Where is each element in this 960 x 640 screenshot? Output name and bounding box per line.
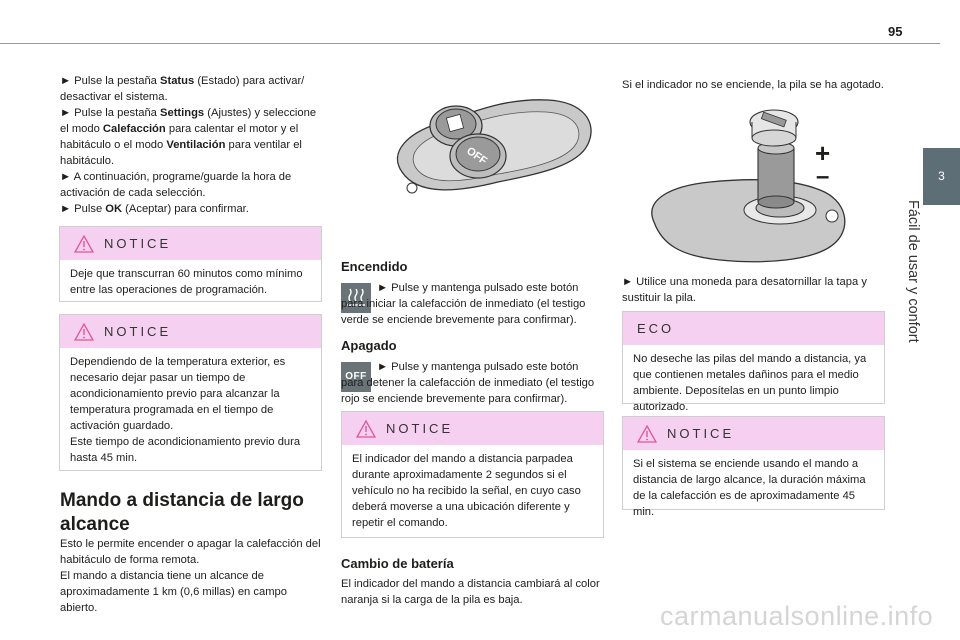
section-intro: Esto le permite encender o apagar la cal… — [60, 538, 321, 614]
step-settings: ► Pulse la pestaña Settings (Ajustes) y … — [60, 107, 317, 167]
off-icon: OFF — [341, 362, 371, 392]
step-ok: ► Pulse OK (Aceptar) para confirmar. — [60, 203, 249, 215]
notice-label: NOTICE — [104, 323, 172, 339]
notice-text: Si el sistema se enciende usando el mand… — [633, 458, 866, 518]
notice-header: NOTICE — [623, 417, 884, 450]
notice-box-3: NOTICE El indicador del mando a distanci… — [341, 411, 604, 538]
battery-description: El indicador del mando a distancia cambi… — [341, 578, 600, 606]
notice-header: NOTICE — [60, 315, 321, 348]
minus-sign: – — [816, 163, 829, 190]
off-description: ► Pulse y mantenga pulsado este botón pa… — [341, 361, 595, 405]
notice-text: El indicador del mando a distancia parpa… — [352, 453, 581, 529]
notice-text: Dependiendo de la temperatura exterior, … — [70, 356, 301, 464]
on-description: ► Pulse y mantenga pulsado este botón pa… — [341, 282, 586, 326]
notice-label: NOTICE — [386, 420, 454, 436]
chapter-tab[interactable]: 3 — [923, 148, 960, 205]
remote-control-illustration: OFF — [396, 99, 592, 194]
eco-text: No deseche las pilas del mando a distanc… — [633, 353, 867, 413]
notice-box-1: NOTICE Deje que transcurran 60 minutos c… — [59, 226, 322, 302]
plus-sign: + — [815, 138, 830, 168]
on-heading: Encendido — [341, 259, 408, 274]
watermark: carmanualsonline.info — [660, 601, 934, 631]
coin-instruction: ► Utilice una moneda para desatornillar … — [622, 276, 867, 304]
col1-instructions: ► Pulse la pestaña Status (Estado) para … — [60, 73, 322, 217]
notice-box-4: NOTICE Si el sistema se enciende usando … — [622, 416, 885, 518]
battery-heading: Cambio de batería — [341, 556, 454, 571]
battery-replacement-illustration: + – — [651, 109, 846, 263]
notice-box-2: NOTICE Dependiendo de la temperatura ext… — [59, 314, 322, 471]
warning-icon — [637, 424, 657, 443]
step-program: ► A continuación, programe/guarde la hor… — [60, 171, 292, 199]
header-rule — [0, 43, 940, 44]
eco-box: ECO No deseche las pilas del mando a dis… — [622, 311, 885, 413]
warning-icon — [74, 322, 94, 341]
page-number: 95 — [888, 24, 903, 39]
notice-label: NOTICE — [104, 235, 172, 251]
chapter-title: Fácil de usar y confort — [905, 200, 921, 343]
notice-text: Deje que transcurran 60 minutos como mín… — [70, 268, 303, 296]
step-status: ► Pulse la pestaña Status (Estado) para … — [60, 75, 305, 103]
section-heading: Mando a distancia de largo alcance — [60, 490, 304, 535]
warning-icon — [356, 419, 376, 438]
eco-header: ECO — [623, 312, 884, 345]
battery-intro: Si el indicador no se enciende, la pila … — [622, 79, 884, 91]
heating-icon — [341, 283, 371, 313]
off-heading: Apagado — [341, 338, 397, 353]
notice-header: NOTICE — [60, 227, 321, 260]
notice-label: NOTICE — [667, 425, 735, 441]
notice-header: NOTICE — [342, 412, 603, 445]
eco-label: ECO — [637, 320, 675, 336]
warning-icon — [74, 234, 94, 253]
